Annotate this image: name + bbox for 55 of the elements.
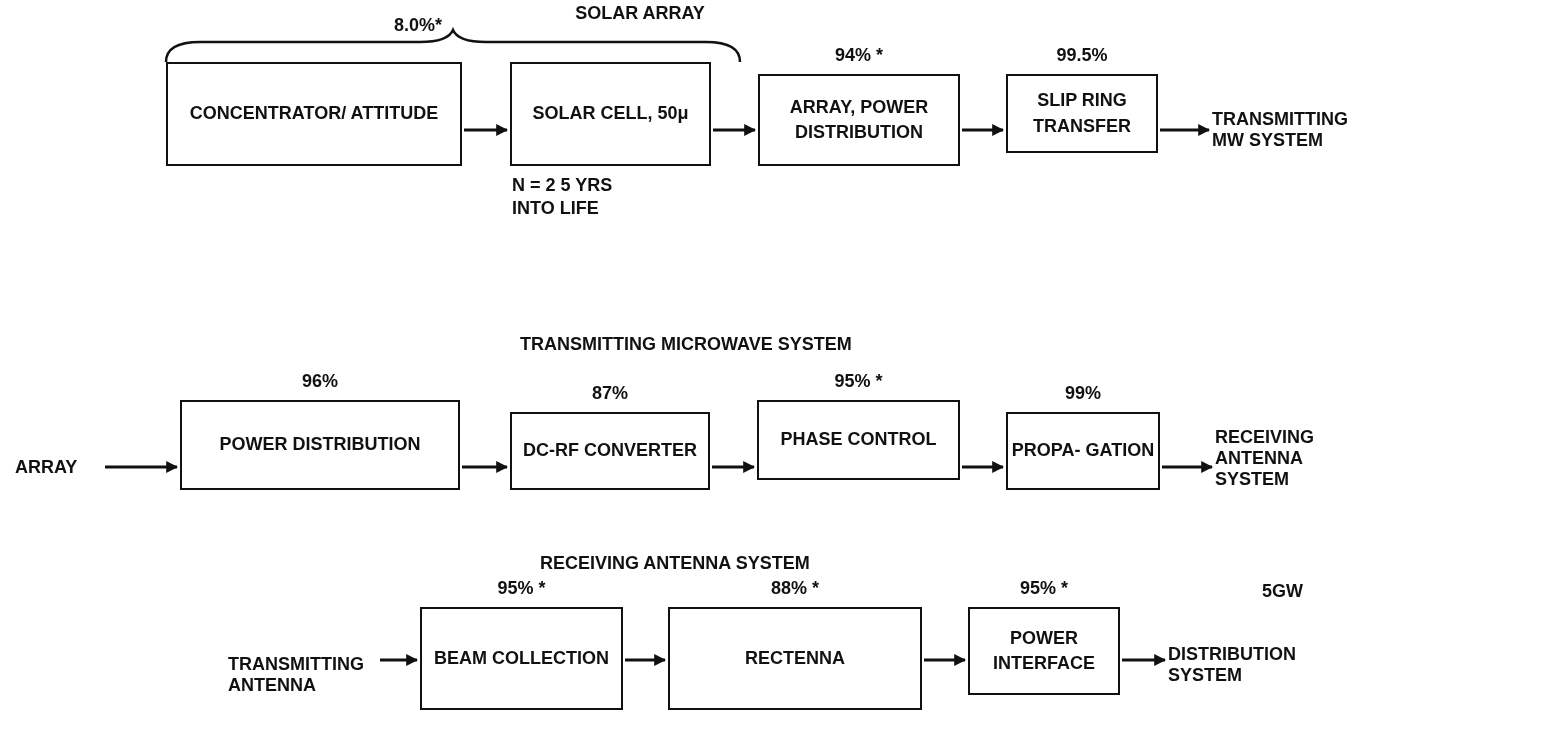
section-title: SOLAR ARRAY — [575, 2, 705, 25]
efficiency-label: 99.5% — [1056, 44, 1108, 67]
arrow — [962, 461, 1005, 473]
process-box — [1006, 412, 1160, 490]
box-label: CONCENTRATOR/ ATTITUDE — [189, 102, 439, 126]
power-label: 5GW — [1262, 580, 1303, 603]
arrow — [1162, 461, 1214, 473]
process-box — [758, 74, 960, 166]
node-text: TRANSMITTING MW SYSTEM — [1212, 104, 1352, 156]
arrow — [712, 461, 756, 473]
efficiency-label: 95% * — [834, 370, 883, 393]
arrow — [380, 654, 419, 666]
node-text: DISTRIBUTION SYSTEM — [1168, 638, 1318, 692]
efficiency-label: 8.0%* — [394, 14, 442, 37]
process-box — [166, 62, 462, 166]
process-box — [420, 607, 623, 710]
efficiency-label: 95% * — [1020, 577, 1068, 600]
process-box — [510, 412, 710, 490]
efficiency-label: 87% — [592, 382, 628, 405]
efficiency-label: 88% * — [771, 577, 819, 600]
arrow — [625, 654, 667, 666]
process-box — [968, 607, 1120, 695]
box-label: PHASE CONTROL — [780, 428, 937, 452]
efficiency-label: 96% — [302, 370, 338, 393]
box-label: SOLAR CELL, 50μ — [532, 102, 689, 126]
process-box — [1006, 74, 1158, 153]
box-label: RECTENNA — [745, 646, 845, 670]
process-box — [510, 62, 711, 166]
box-label: DC-RF CONVERTER — [523, 439, 697, 463]
note-text: N = 2 5 YRS INTO LIFE — [512, 174, 614, 221]
box-label: POWER INTERFACE — [992, 626, 1096, 675]
process-box — [757, 400, 960, 480]
box-label: BEAM COLLECTION — [434, 646, 609, 670]
section-title: TRANSMITTING MICROWAVE SYSTEM — [520, 333, 852, 356]
efficiency-label: 94% * — [835, 44, 883, 67]
arrow — [462, 461, 509, 473]
arrow — [105, 461, 179, 473]
efficiency-label: 99% — [1065, 382, 1101, 405]
process-box — [180, 400, 460, 490]
box-label: POWER DISTRIBUTION — [219, 433, 421, 457]
arrow — [924, 654, 967, 666]
node-text: RECEIVING ANTENNA SYSTEM — [1215, 412, 1345, 504]
box-label: PROPA- GATION — [1011, 439, 1155, 463]
arrow — [1122, 654, 1167, 666]
arrow — [1160, 124, 1211, 136]
process-box — [668, 607, 922, 710]
arrow — [962, 124, 1005, 136]
box-label: SLIP RING TRANSFER — [1032, 89, 1132, 138]
arrow — [464, 124, 509, 136]
section-title: RECEIVING ANTENNA SYSTEM — [540, 552, 810, 575]
node-text: ARRAY — [15, 453, 103, 481]
arrow — [713, 124, 757, 136]
efficiency-label: 95% * — [497, 577, 546, 600]
box-label: ARRAY, POWER DISTRIBUTION — [788, 95, 930, 144]
node-text: TRANSMITTING ANTENNA — [228, 648, 378, 702]
